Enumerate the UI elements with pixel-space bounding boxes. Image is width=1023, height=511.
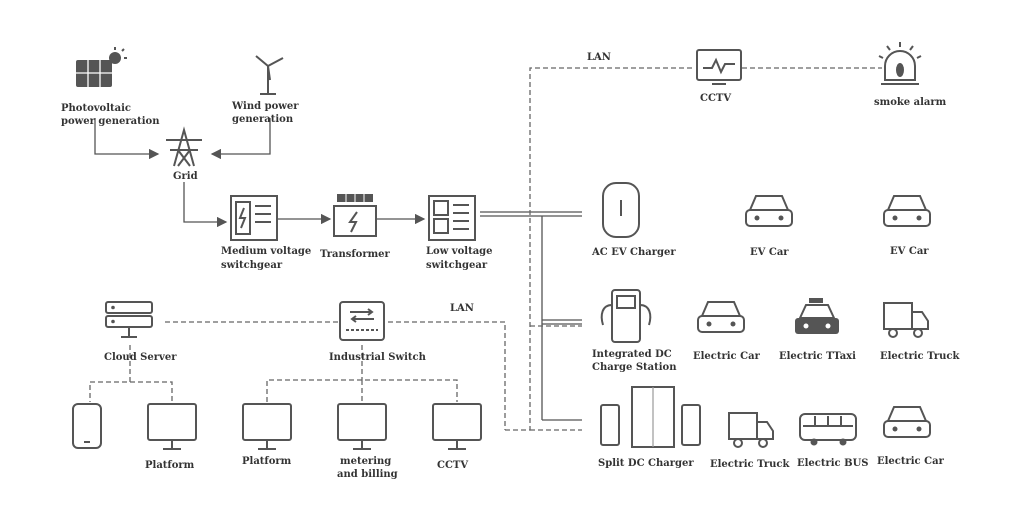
electric-car-2-label: Electric Car	[877, 456, 945, 467]
lv-switchgear-icon	[428, 195, 476, 241]
transformer-icon	[333, 194, 377, 237]
dc-station-label-1: Integrated DC	[592, 349, 672, 360]
wind-label-1: Wind power	[231, 101, 299, 112]
electric-car-2-icon	[883, 406, 931, 438]
cctv-bottom-monitor-icon	[432, 403, 482, 450]
grid-label: Grid	[173, 171, 198, 182]
ev-car-1-icon	[745, 195, 793, 227]
split-dc-label: Split DC Charger	[598, 458, 694, 469]
lv-label-2: switchgear	[426, 260, 488, 271]
ev-car-2-label: EV Car	[890, 246, 929, 257]
electric-car-1-label: Electric Car	[693, 351, 761, 362]
server-to-platform-line	[130, 381, 173, 402]
transformer-label: Transformer	[320, 249, 391, 260]
server-to-phone-line	[89, 345, 131, 402]
cloud-server-label: Cloud Server	[104, 352, 177, 363]
metering-monitor-icon	[337, 403, 387, 450]
cctv-bottom-label: CCTV	[437, 460, 468, 471]
truck-1-icon	[883, 302, 929, 338]
pv-to-grid-line	[94, 118, 160, 160]
metering-label-1: metering	[340, 456, 391, 467]
ev-car-1-label: EV Car	[750, 247, 789, 258]
cctv-monitor-icon	[696, 49, 742, 85]
platform-2-monitor-icon	[242, 403, 292, 450]
wind-turbine-icon	[255, 55, 284, 95]
platform-1-monitor-icon	[147, 403, 197, 450]
industrial-switch-label: Industrial Switch	[329, 352, 427, 363]
pv-label-1: Photovoltaic	[61, 103, 131, 114]
electric-truck-1-label: Electric Truck	[880, 351, 960, 362]
lv-label-1: Low voltage	[426, 246, 493, 257]
wind-label-2: generation	[232, 114, 294, 125]
split-dc-charger-icon	[600, 386, 701, 448]
top-lan-line	[505, 67, 695, 431]
bottom-lan-line	[388, 321, 506, 430]
lan-bottom-label: LAN	[450, 303, 474, 314]
electric-car-1-icon	[697, 301, 745, 333]
smartphone-icon	[72, 403, 102, 449]
platform-2-label: Platform	[242, 456, 292, 467]
dc-station-icon	[600, 289, 652, 343]
cctv-top-label: CCTV	[700, 93, 731, 104]
wind-to-grid-line	[210, 118, 271, 160]
bus-icon	[799, 413, 857, 446]
metering-label-2: and billing	[337, 469, 398, 480]
cloud-server-icon	[105, 301, 153, 338]
dc-station-label-2: Charge Station	[592, 362, 677, 373]
smoke-alarm-label: smoke alarm	[874, 97, 947, 108]
taxi-icon	[795, 298, 839, 334]
mv-label-2: switchgear	[221, 260, 283, 271]
electric-truck-2-label: Electric Truck	[710, 459, 790, 470]
smoke-alarm-icon	[878, 42, 922, 85]
platform-1-label: Platform	[145, 460, 195, 471]
ac-charger-label: AC EV Charger	[591, 247, 676, 258]
pv-label-2: power generation	[61, 116, 160, 127]
power-tower-icon	[166, 126, 202, 167]
industrial-switch-icon	[339, 301, 385, 341]
solar-panel-icon	[76, 47, 127, 87]
labels: Photovoltaic power generation Wind power…	[61, 52, 960, 480]
mv-switchgear-icon	[230, 195, 278, 241]
mv-label-1: Medium voltage	[221, 246, 311, 257]
ev-car-2-icon	[883, 195, 931, 227]
connectors	[89, 67, 882, 431]
electric-taxi-label: Electric TTaxi	[779, 351, 856, 362]
truck-2-icon	[728, 412, 774, 448]
electric-bus-label: Electric BUS	[797, 458, 869, 469]
ac-charger-icon	[602, 182, 640, 238]
lan-top-label: LAN	[587, 52, 611, 63]
grid-to-mv-line	[183, 182, 228, 228]
